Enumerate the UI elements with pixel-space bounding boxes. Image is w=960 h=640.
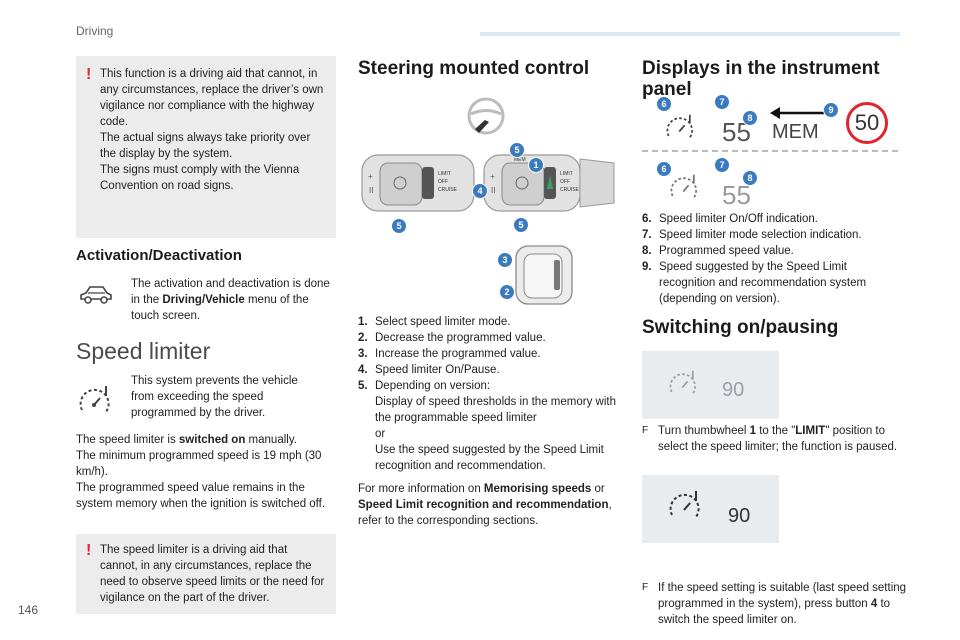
step-1: F Turn thumbwheel 1 to the "LIMIT" posit… (642, 425, 898, 453)
display-legend-list: 6.Speed limiter On/Off indication. 7.Spe… (642, 211, 902, 307)
step-2: F If the speed setting is suitable (last… (642, 582, 907, 626)
badge-3: 3 (497, 252, 513, 268)
warning-box-1: ! This function is a driving aid that ca… (76, 56, 336, 238)
svg-text:II: II (491, 186, 495, 195)
instrument-screen-paused: 90 (642, 351, 779, 419)
more-information: For more information on Memorising speed… (358, 483, 612, 527)
stalk-illustration-left: LIMIT OFF CRUISE + II (361, 154, 475, 212)
list-item: 4.Speed limiter On/Pause. (358, 364, 500, 376)
speed-limiter-intro: This system prevents the vehicle from ex… (131, 375, 298, 419)
arrow-left-icon (770, 107, 830, 119)
thumbwheel-illustration (515, 245, 573, 305)
svg-text:MEM: MEM (514, 157, 526, 163)
list-item: 2.Decrease the programmed value. (358, 332, 546, 344)
activation-text: The activation and deactivation is done … (131, 278, 330, 322)
speed-limiter-icon (669, 491, 700, 518)
warning-icon: ! (86, 66, 92, 83)
page-number: 146 (18, 603, 39, 617)
list-item: 6.Speed limiter On/Off indication. (642, 213, 818, 225)
header-bar (480, 32, 900, 36)
list-item: 8.Programmed speed value. (642, 245, 794, 257)
badge-9: 9 (823, 102, 839, 118)
speed-limiter-icon (670, 174, 697, 199)
badge-7: 7 (714, 157, 730, 173)
warning-1-line-2: The actual signs always take priority ov… (100, 132, 311, 160)
instrument-displays-title: Displays in the instrument panel (642, 58, 880, 100)
svg-text:OFF: OFF (438, 179, 448, 185)
list-item: 3.Increase the programmed value. (358, 348, 541, 360)
activation-title: Activation/Deactivation (76, 247, 242, 264)
speed-limiter-icon (666, 114, 693, 139)
badge-5-right: 5 (513, 217, 529, 233)
speed-sign-value: 50 (854, 110, 880, 135)
warning-2-text: The speed limiter is a driving aid that … (100, 544, 325, 604)
warning-icon: ! (86, 542, 92, 559)
speed-limiter-body: The speed limiter is switched on manuall… (76, 434, 326, 510)
badge-5-top: 5 (509, 142, 525, 158)
badge-6: 6 (656, 96, 672, 112)
list-item: 9.Speed suggested by the Speed Limit rec… (642, 261, 867, 305)
badge-4: 4 (472, 183, 488, 199)
warning-1-line-1: This function is a driving aid that cann… (100, 68, 324, 128)
bullet-icon: F (642, 582, 649, 593)
dashed-divider (642, 150, 898, 152)
instrument-screen-active: 90 (642, 475, 779, 543)
screen-speed-paused: 90 (722, 379, 745, 401)
speed-limiter-title: Speed limiter (76, 338, 211, 364)
svg-text:LIMIT: LIMIT (560, 171, 573, 177)
stalk-illustration-right: LIMIT OFF CRUISE MEM + II (483, 154, 615, 212)
badge-5-left: 5 (391, 218, 407, 234)
steering-wheel-icon (467, 97, 505, 135)
badge-2: 2 (499, 284, 515, 300)
mem-label: MEM (772, 121, 819, 143)
warning-box-2: ! The speed limiter is a driving aid tha… (76, 534, 336, 614)
bullet-icon: F (642, 425, 649, 436)
steering-control-list: 1.Select speed limiter mode. 2.Decrease … (358, 314, 620, 474)
switching-title: Switching on/pausing (642, 317, 839, 338)
badge-8: 8 (742, 110, 758, 126)
badge-7: 7 (714, 94, 730, 110)
speed-limiter-icon (79, 386, 110, 413)
speed-sign: 50 (846, 102, 888, 144)
list-item: 7.Speed limiter mode selection indicatio… (642, 229, 862, 241)
svg-text:CRUISE: CRUISE (438, 187, 458, 193)
svg-text:OFF: OFF (560, 179, 570, 185)
section-header: Driving (76, 24, 114, 38)
badge-6: 6 (656, 161, 672, 177)
car-icon (80, 286, 112, 304)
screen-speed-active: 90 (728, 505, 751, 527)
badge-8: 8 (742, 170, 758, 186)
svg-text:+: + (490, 172, 495, 181)
svg-text:II: II (369, 186, 373, 195)
list-item: 1.Select speed limiter mode. (358, 316, 511, 328)
speed-limiter-icon (669, 370, 696, 395)
svg-text:CRUISE: CRUISE (560, 187, 580, 193)
steering-control-title: Steering mounted control (358, 58, 590, 79)
svg-text:LIMIT: LIMIT (438, 171, 451, 177)
list-item: 5.Depending on version: Display of speed… (358, 380, 616, 472)
badge-1: 1 (528, 157, 544, 173)
warning-1-line-3: The signs must comply with the Vienna Co… (100, 164, 300, 192)
svg-text:+: + (368, 172, 373, 181)
